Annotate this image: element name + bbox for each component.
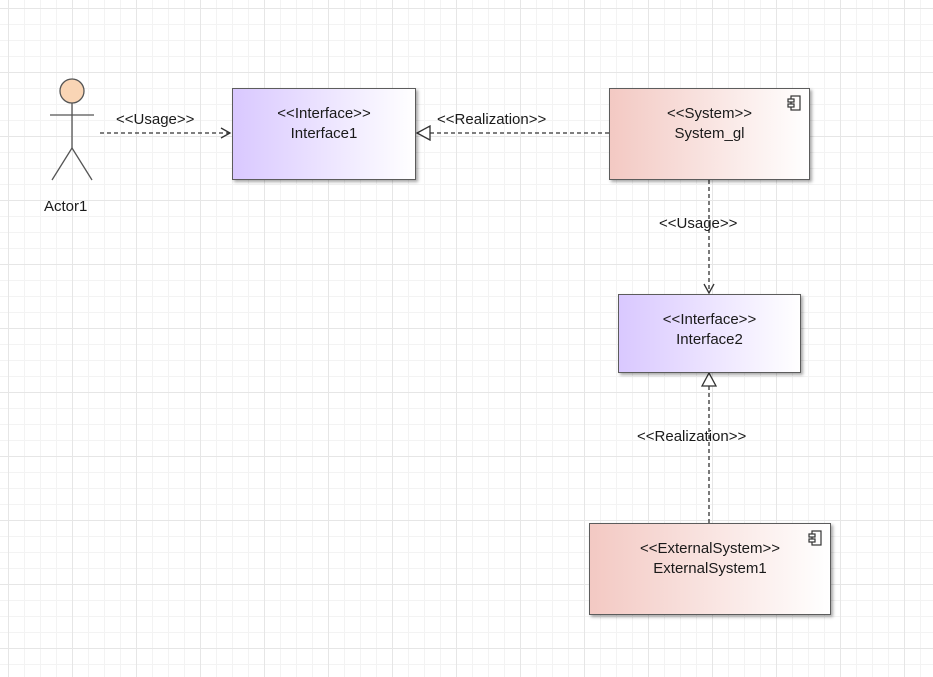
interface2-name: Interface2 — [676, 331, 743, 348]
interface2-box[interactable]: <<Interface>> Interface2 — [618, 294, 801, 373]
component-icon — [808, 530, 822, 546]
connector-system-usage-label: <<Usage>> — [659, 215, 738, 232]
external-system-name: ExternalSystem1 — [653, 560, 767, 577]
actor-figure[interactable] — [50, 78, 94, 181]
interface1-box[interactable]: <<Interface>> Interface1 — [232, 88, 416, 180]
component-icon — [787, 95, 801, 111]
actor-name: Actor1 — [44, 198, 88, 215]
interface1-name: Interface1 — [290, 125, 358, 142]
system-box[interactable]: <<System>> System_gl — [609, 88, 810, 180]
connector-system-realization-label: <<Realization>> — [437, 111, 546, 128]
external-system-box[interactable]: <<ExternalSystem>> ExternalSystem1 — [589, 523, 831, 615]
interface1-stereotype: <<Interface>> — [277, 105, 371, 122]
external-system-stereotype: <<ExternalSystem>> — [639, 540, 781, 557]
system-stereotype: <<System>> — [666, 105, 753, 122]
interface2-stereotype: <<Interface>> — [662, 311, 757, 328]
connector-external-realization-label: <<Realization>> — [637, 428, 746, 445]
connector-actor-usage-label: <<Usage>> — [116, 111, 195, 128]
actor-head — [59, 78, 85, 104]
system-name: System_gl — [674, 125, 745, 142]
